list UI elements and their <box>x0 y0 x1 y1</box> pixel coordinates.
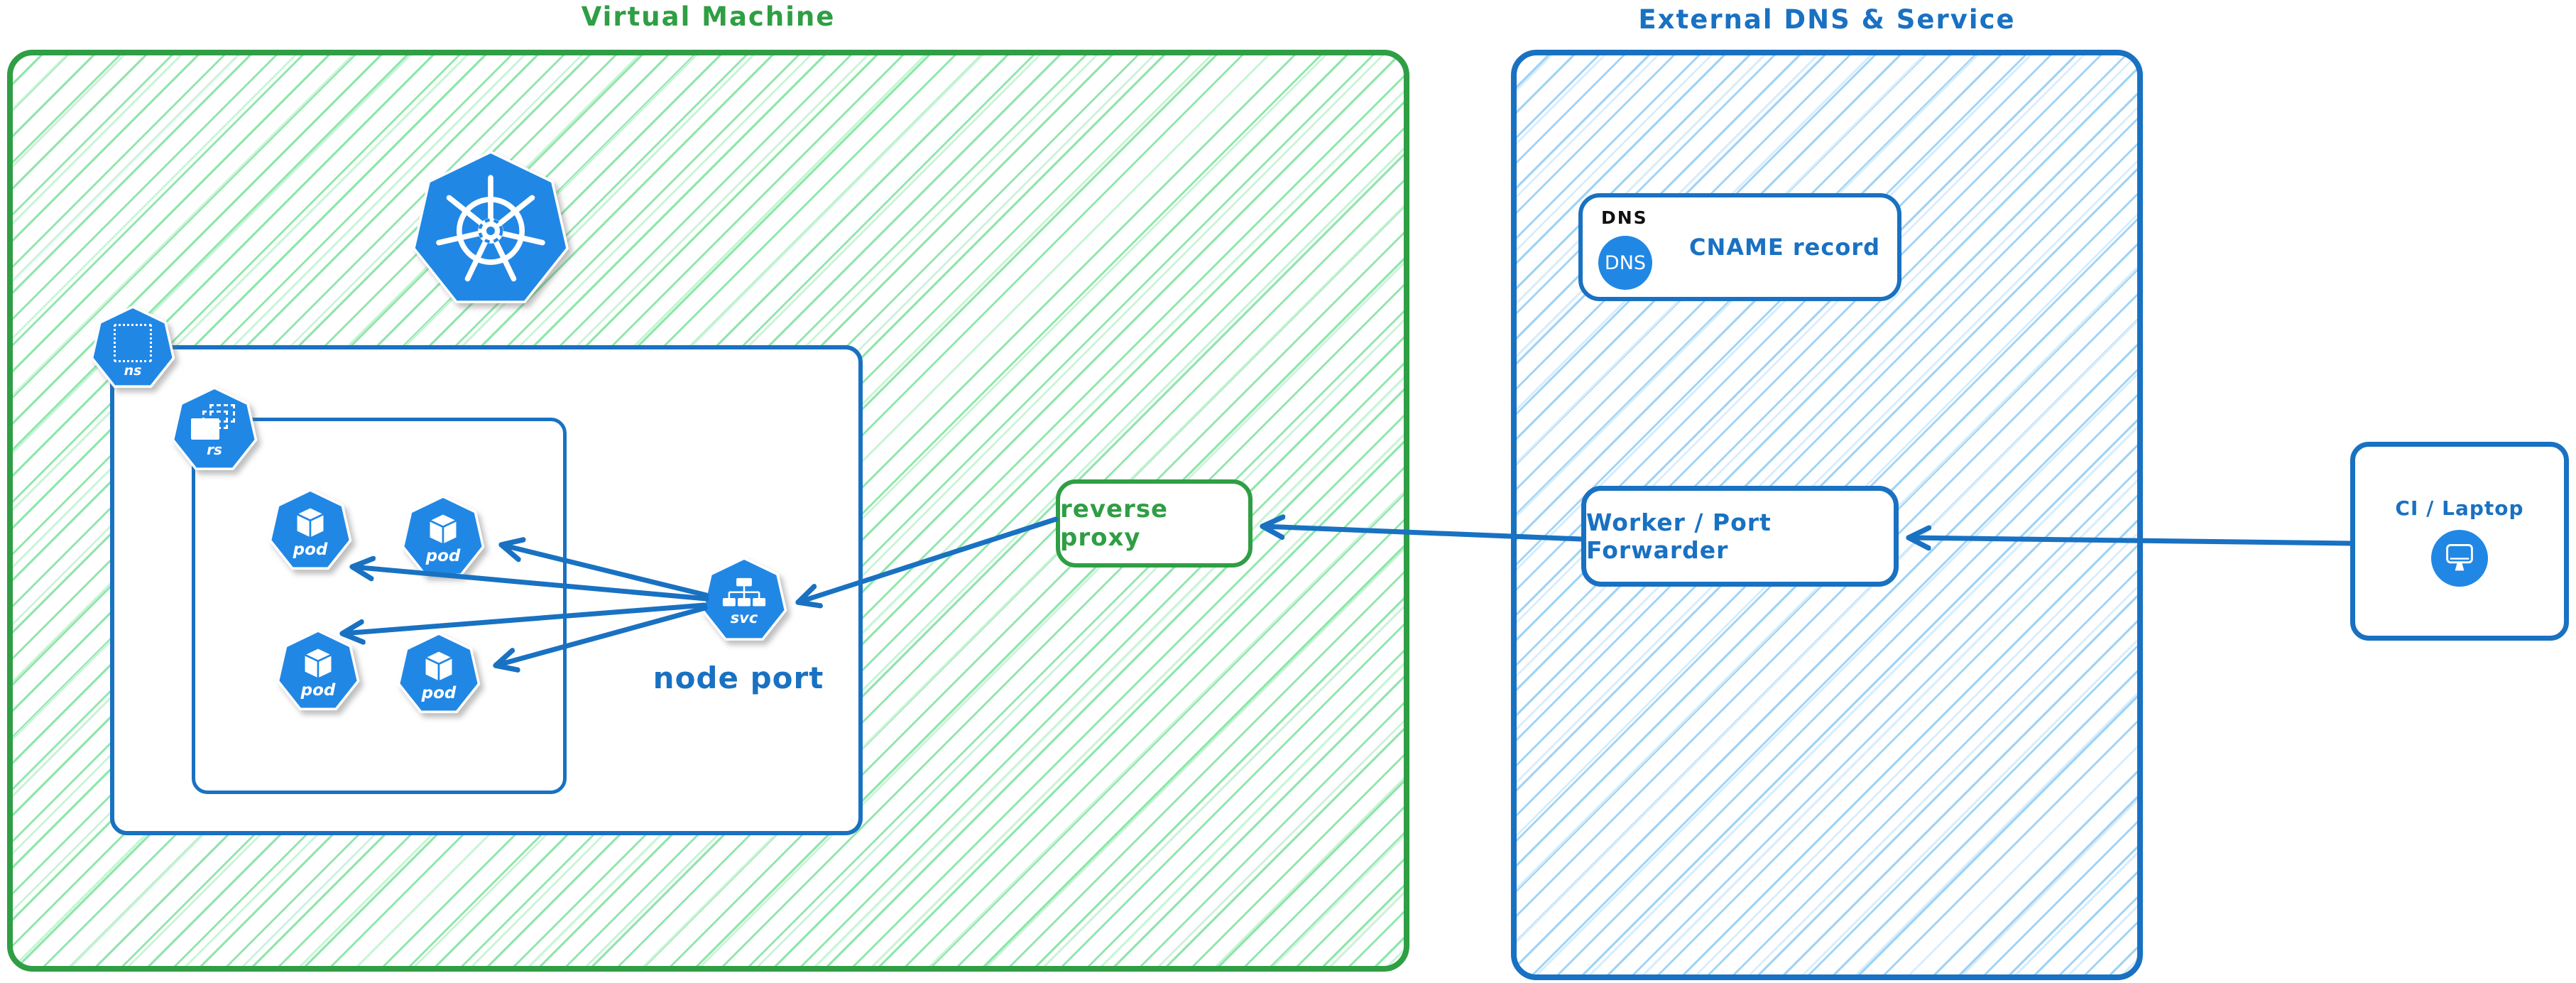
kubernetes-wheel-glyph <box>436 175 545 282</box>
external-title: External DNS & Service <box>1638 4 2016 35</box>
cube-glyph <box>295 506 326 539</box>
vm-title: Virtual Machine <box>581 1 836 32</box>
replicaset-badge-label: rs <box>207 441 222 458</box>
cube-glyph <box>423 649 454 683</box>
service-badge-label: svc <box>730 609 758 626</box>
reverse-proxy-label: reverse proxy <box>1060 495 1169 552</box>
monitor-icon <box>2431 529 2488 587</box>
client-box: CI / Laptop <box>2350 442 2569 641</box>
pod-label: pod <box>293 540 328 559</box>
pod-label: pod <box>421 683 457 702</box>
cname-record-label: CNAME record <box>1689 234 1880 261</box>
pod-icon: pod <box>275 629 361 715</box>
pod-icon: pod <box>396 632 481 717</box>
reverse-proxy-box: reverse proxy <box>1056 479 1252 567</box>
dns-card: DNS DNS CNAME record <box>1578 193 1901 301</box>
pod-icon: pod <box>268 489 353 574</box>
cube-glyph <box>302 646 334 680</box>
dns-tag: DNS <box>1601 207 1648 228</box>
namespace-dotted-square <box>114 324 152 362</box>
worker-box: Worker / Port Forwarder <box>1581 486 1899 587</box>
service-tree-glyph <box>722 577 766 607</box>
replicaset-layers-glyph <box>191 404 238 441</box>
pod-label: pod <box>425 546 461 565</box>
service-icon: svc <box>700 557 788 645</box>
pod-label: pod <box>300 680 336 700</box>
namespace-badge-icon: ns <box>89 305 176 392</box>
worker-label: Worker / Port Forwarder <box>1586 509 1772 564</box>
namespace-badge-label: ns <box>124 363 142 379</box>
client-label: CI / Laptop <box>2395 496 2524 520</box>
kubernetes-icon <box>410 151 571 311</box>
node-port-caption: node port <box>653 661 824 695</box>
cube-glyph <box>427 512 459 545</box>
replicaset-badge-icon: rs <box>170 386 258 474</box>
dns-badge-icon: DNS <box>1598 236 1652 290</box>
pod-icon: pod <box>400 495 486 580</box>
monitor-glyph <box>2446 543 2473 570</box>
